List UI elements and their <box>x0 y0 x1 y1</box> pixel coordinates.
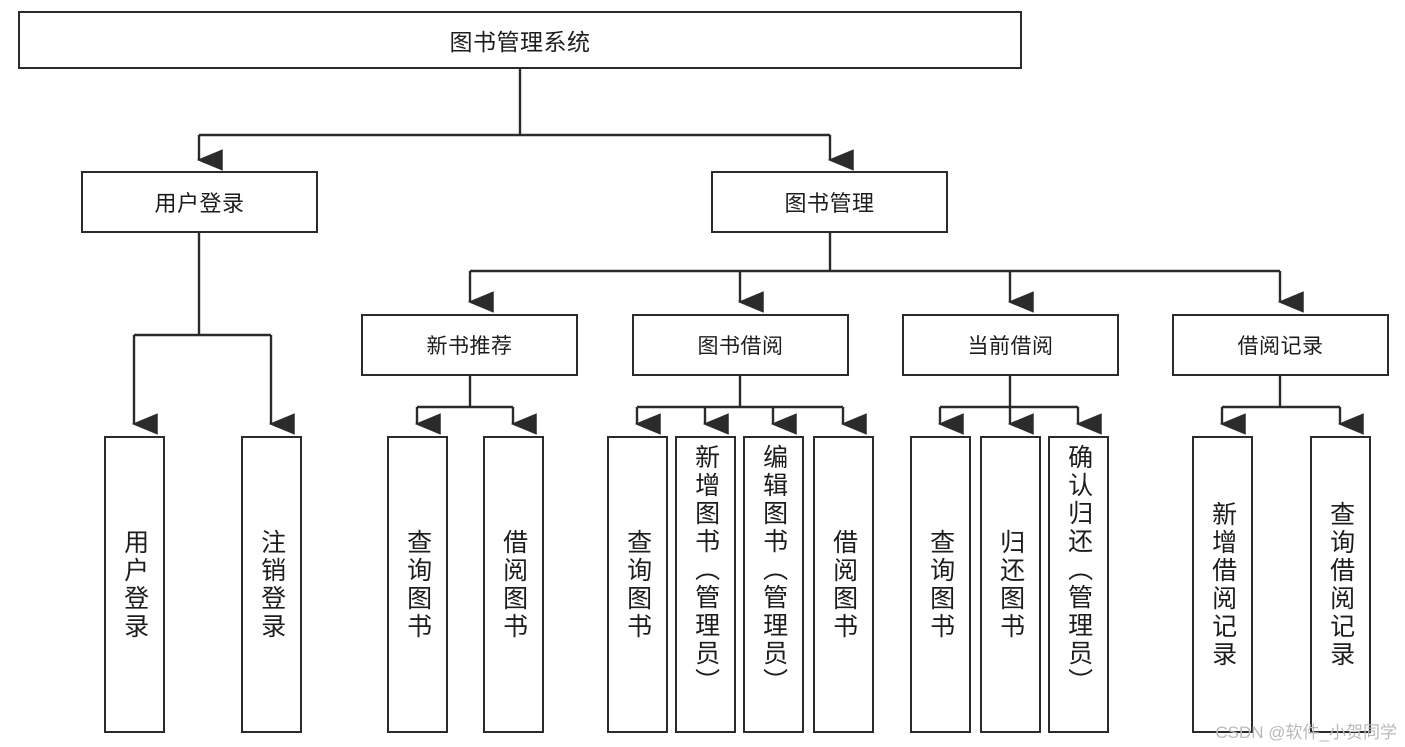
leaf-label: 借阅图书 <box>499 528 528 641</box>
leaf-label: 用户登录 <box>120 528 149 641</box>
leaf-query-book-borrow[interactable]: 查询图书 <box>607 436 668 733</box>
node-borrow-record[interactable]: 借阅记录 <box>1172 314 1389 376</box>
leaf-label: 新增借阅记录 <box>1208 500 1237 669</box>
node-current-borrow[interactable]: 当前借阅 <box>902 314 1119 376</box>
leaf-label: 编辑图书（管理员） <box>759 444 788 696</box>
leaf-label: 查询图书 <box>403 528 432 641</box>
leaf-label: 注销登录 <box>257 528 286 641</box>
node-user-login[interactable]: 用户登录 <box>81 171 318 233</box>
leaf-confirm-return-admin[interactable]: 确认归还（管理员） <box>1048 436 1109 733</box>
leaf-logout[interactable]: 注销登录 <box>241 436 302 733</box>
node-book-borrow[interactable]: 图书借阅 <box>632 314 849 376</box>
node-label: 用户登录 <box>154 191 245 216</box>
leaf-query-borrow-record[interactable]: 查询借阅记录 <box>1310 436 1371 733</box>
node-label: 图书管理系统 <box>449 29 591 55</box>
leaf-query-book-new[interactable]: 查询图书 <box>387 436 448 733</box>
node-label: 图书管理 <box>784 191 875 216</box>
node-book-management[interactable]: 图书管理 <box>711 171 948 233</box>
leaf-add-book-admin[interactable]: 新增图书（管理员） <box>675 436 736 733</box>
leaf-label: 查询借阅记录 <box>1326 500 1355 669</box>
leaf-label: 新增图书（管理员） <box>691 444 720 696</box>
leaf-label: 查询图书 <box>926 528 955 641</box>
leaf-borrow-book[interactable]: 借阅图书 <box>813 436 874 733</box>
node-new-book-recommend[interactable]: 新书推荐 <box>361 314 578 376</box>
leaf-query-book-current[interactable]: 查询图书 <box>910 436 971 733</box>
leaf-user-login[interactable]: 用户登录 <box>104 436 165 733</box>
node-label: 图书借阅 <box>697 335 784 358</box>
leaf-label: 归还图书 <box>996 528 1025 641</box>
node-label: 新书推荐 <box>426 335 513 358</box>
leaf-label: 查询图书 <box>623 528 652 641</box>
leaf-label: 确认归还（管理员） <box>1064 444 1093 696</box>
leaf-label: 借阅图书 <box>829 528 858 641</box>
node-label: 当前借阅 <box>967 335 1054 358</box>
node-book-management-system[interactable]: 图书管理系统 <box>18 11 1022 69</box>
leaf-add-borrow-record[interactable]: 新增借阅记录 <box>1192 436 1253 733</box>
leaf-return-book[interactable]: 归还图书 <box>980 436 1041 733</box>
leaf-edit-book-admin[interactable]: 编辑图书（管理员） <box>743 436 804 733</box>
node-label: 借阅记录 <box>1237 335 1324 358</box>
leaf-borrow-book-new[interactable]: 借阅图书 <box>483 436 544 733</box>
